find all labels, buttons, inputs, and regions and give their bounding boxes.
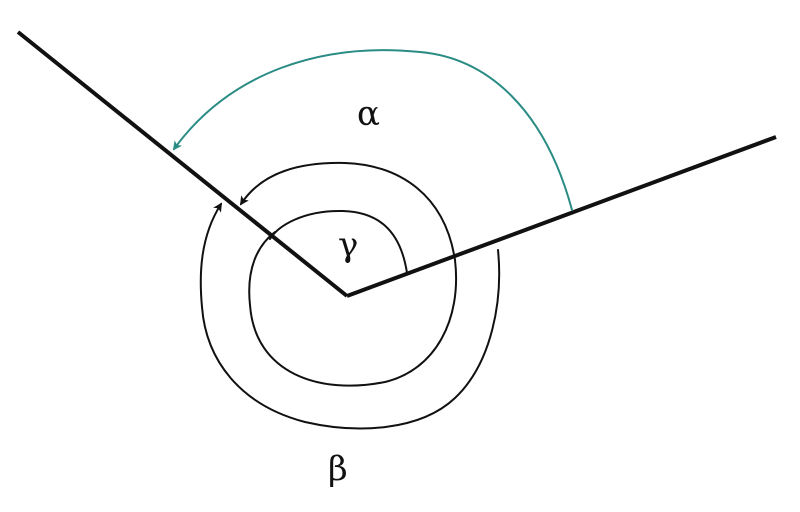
alpha-arc-arrow bbox=[172, 49, 573, 211]
left-ray bbox=[16, 30, 349, 298]
right-ray bbox=[346, 135, 777, 298]
reflex-inner-arc-arrow bbox=[239, 161, 456, 261]
reflex-inner-arc-lower bbox=[248, 231, 458, 387]
beta-label: β bbox=[328, 449, 348, 489]
gamma-label: γ bbox=[338, 225, 358, 265]
beta-arc-arrow bbox=[199, 202, 501, 430]
gamma-arc bbox=[269, 209, 408, 274]
alpha-label: α bbox=[357, 94, 380, 134]
